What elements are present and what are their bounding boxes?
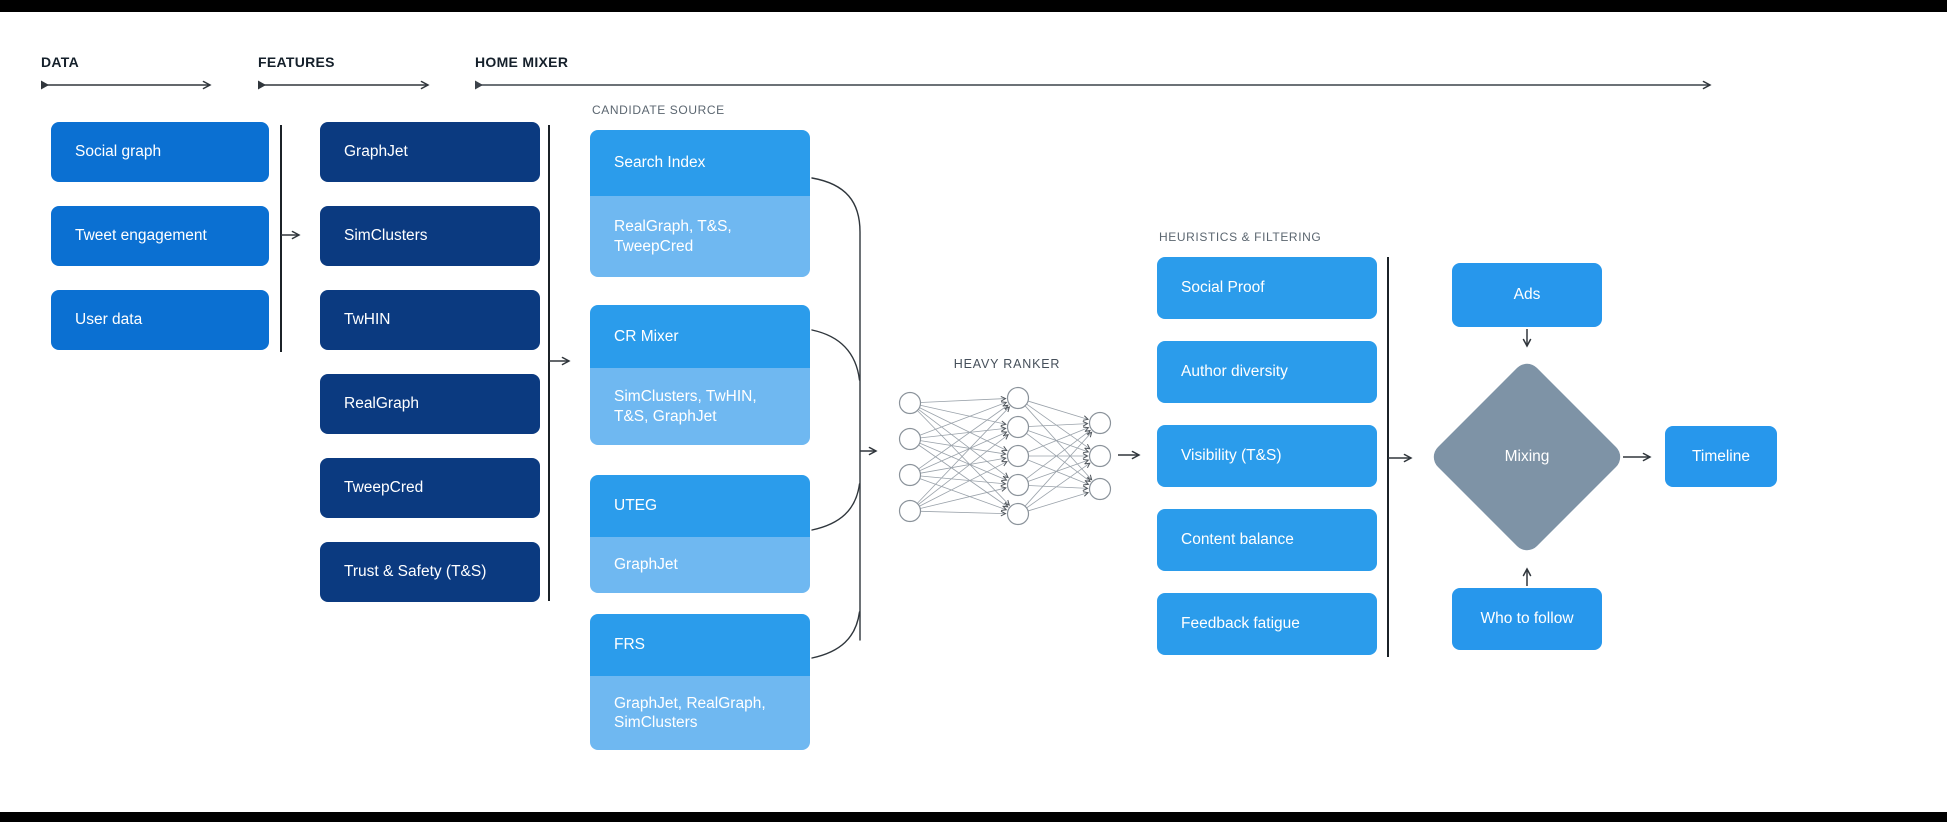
candidate-subtitle: GraphJet bbox=[590, 537, 810, 593]
candidate-collector-curves bbox=[811, 177, 861, 659]
heavy-ranker-label: HEAVY RANKER bbox=[953, 357, 1061, 371]
node-who-to-follow: Who to follow bbox=[1452, 588, 1602, 650]
node-social-graph: Social graph bbox=[51, 122, 269, 182]
node-timeline: Timeline bbox=[1665, 426, 1777, 487]
node-author-diversity: Author diversity bbox=[1157, 341, 1377, 403]
candidate-title: FRS bbox=[590, 614, 810, 676]
node-feedback-fatigue: Feedback fatigue bbox=[1157, 593, 1377, 655]
candidate-box-cr-mixer: CR Mixer SimClusters, TwHIN, T&S, GraphJ… bbox=[590, 305, 810, 445]
candidate-title: CR Mixer bbox=[590, 305, 810, 368]
data-rule-arrow bbox=[41, 80, 212, 90]
node-simclusters: SimClusters bbox=[320, 206, 540, 266]
candidate-title: UTEG bbox=[590, 475, 810, 537]
node-graphjet: GraphJet bbox=[320, 122, 540, 182]
candidate-subtitle: GraphJet, RealGraph, SimClusters bbox=[590, 676, 810, 750]
section-header-data: DATA bbox=[41, 54, 80, 70]
section-header-home-mixer: HOME MIXER bbox=[475, 54, 569, 70]
home-mixer-rule-arrow bbox=[475, 80, 1712, 90]
candidate-box-search-index: Search Index RealGraph, T&S, TweepCred bbox=[590, 130, 810, 277]
node-ads: Ads bbox=[1452, 263, 1602, 327]
candidate-subtitle: RealGraph, T&S, TweepCred bbox=[590, 196, 810, 277]
heavy-ranker-network bbox=[898, 386, 1112, 526]
candidate-subtitle: SimClusters, TwHIN, T&S, GraphJet bbox=[590, 368, 810, 445]
features-rule-arrow bbox=[258, 80, 430, 90]
mixing-diamond-label: Mixing bbox=[1504, 448, 1550, 465]
node-content-balance: Content balance bbox=[1157, 509, 1377, 571]
node-twhin: TwHIN bbox=[320, 290, 540, 350]
candidate-box-frs: FRS GraphJet, RealGraph, SimClusters bbox=[590, 614, 810, 750]
candidate-title: Search Index bbox=[590, 130, 810, 196]
bottom-frame-bar bbox=[0, 812, 1947, 822]
candidate-source-label: CANDIDATE SOURCE bbox=[592, 103, 725, 117]
node-realgraph: RealGraph bbox=[320, 374, 540, 434]
section-header-features: FEATURES bbox=[258, 54, 335, 70]
top-frame-bar bbox=[0, 0, 1947, 12]
candidate-box-uteg: UTEG GraphJet bbox=[590, 475, 810, 593]
node-tweepcred: TweepCred bbox=[320, 458, 540, 518]
heuristics-filtering-label: HEURISTICS & FILTERING bbox=[1159, 230, 1322, 244]
node-visibility: Visibility (T&S) bbox=[1157, 425, 1377, 487]
node-social-proof: Social Proof bbox=[1157, 257, 1377, 319]
node-user-data: User data bbox=[51, 290, 269, 350]
node-trust-safety: Trust & Safety (T&S) bbox=[320, 542, 540, 602]
node-tweet-engagement: Tweet engagement bbox=[51, 206, 269, 266]
